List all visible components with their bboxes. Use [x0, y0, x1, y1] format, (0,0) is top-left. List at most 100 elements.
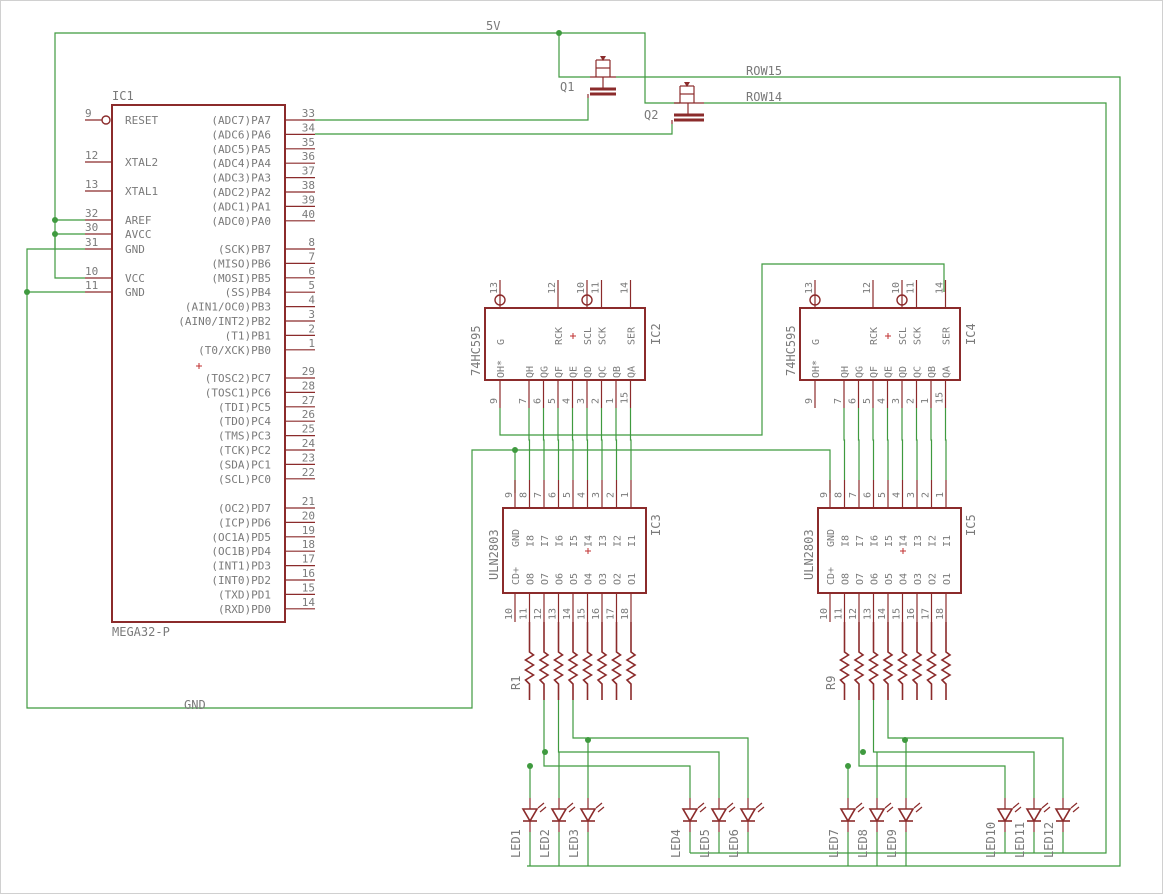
mcu-pin-number: 10	[85, 265, 98, 278]
mcu-value: MEGA32-P	[112, 625, 170, 639]
shift-pin-number: 3	[576, 398, 587, 404]
driver-pin-number: 9	[819, 492, 830, 498]
mcu-pin-name: (ADC3)PA3	[211, 172, 271, 185]
shift-pin-label: QE	[884, 366, 895, 378]
mcu-pin-name: (TDI)PC5	[218, 401, 271, 414]
shift-pin-label: QG	[540, 366, 551, 378]
driver-pin-number: 10	[504, 608, 515, 620]
mcu-pin-number: 12	[85, 149, 98, 162]
mcu-pin-name: (SCL)PC0	[218, 473, 271, 486]
resistor-zigzag	[853, 622, 865, 700]
shift-pin-number: 1	[920, 398, 931, 404]
driver-pin-label: I3	[598, 535, 609, 547]
shift-pin-number: 5	[547, 398, 558, 404]
driver-pin-label: GND	[826, 529, 837, 547]
mcu-pin-number: 11	[85, 279, 98, 292]
wire	[528, 408, 531, 480]
wire	[887, 700, 1064, 798]
driver-pin-label: GND	[511, 529, 522, 547]
mcu-pin-name: (OC1A)PD5	[211, 531, 271, 544]
wire	[557, 700, 720, 798]
mcu-pin-name: (TXD)PD1	[218, 588, 271, 601]
led-ray	[886, 806, 894, 813]
led-ray	[595, 802, 603, 809]
microcontroller: IC1 MEGA32-P 9RESET12XTAL213XTAL132AREF3…	[85, 89, 315, 639]
mcu-pin-number: 24	[302, 437, 316, 450]
resistor-zigzag	[538, 622, 550, 700]
driver-pin-label: I2	[613, 535, 624, 547]
led-ray	[537, 802, 545, 809]
driver-pin-label: O6	[870, 573, 881, 585]
junction-dot	[556, 30, 562, 36]
led-ref: LED8	[856, 829, 870, 858]
mcu-pin-number: 27	[302, 394, 315, 407]
mcu-pin-name: (INT1)PD3	[211, 560, 271, 573]
driver-body	[817, 507, 962, 594]
led-ray	[1014, 806, 1022, 813]
driver-pin-number: 2	[606, 492, 617, 498]
resistor-zigzag	[552, 622, 565, 700]
mcu-pin-name: (ADC7)PA7	[211, 114, 271, 127]
resistor-zigzag	[610, 622, 623, 700]
led-ref: LED2	[538, 829, 552, 858]
wire	[858, 700, 1006, 798]
mcu-pin-name: (ADC0)PA0	[211, 215, 271, 228]
wire	[901, 408, 904, 480]
shift-pin-label: QH	[525, 366, 536, 378]
driver-pin-label: I3	[913, 535, 924, 547]
driver-ic3: ULN2803IC39GNDCD+108I8O8117I7O7126I6O613…	[487, 480, 663, 622]
mcu-pin-name: AVCC	[125, 228, 152, 241]
shift-pin-number: 13	[489, 282, 500, 294]
driver-pin-label: I2	[928, 535, 939, 547]
mcu-pin-name: (SCK)PB7	[218, 243, 271, 256]
mcu-pin-name: (ADC6)PA6	[211, 128, 271, 141]
driver-pin-number: 15	[892, 608, 903, 620]
led-ref: LED9	[885, 829, 899, 858]
led-ray	[755, 802, 763, 809]
mcu-pin-number: 2	[308, 322, 315, 335]
shift-pin-label: QE	[569, 366, 580, 378]
led-body	[868, 808, 886, 823]
q2-ref: Q2	[644, 108, 658, 122]
mcu-pin-number: 5	[308, 279, 315, 292]
junction-dot	[527, 763, 533, 769]
mcu-pin-number: 40	[302, 208, 315, 221]
shift-pin-label: G	[811, 339, 822, 345]
driver-pin-number: 12	[848, 608, 859, 620]
led-ray	[1012, 802, 1020, 809]
driver-pin-label: I1	[627, 535, 638, 547]
mcu-pin-name: VCC	[125, 272, 145, 285]
mcu-pin-name: (T1)PB1	[225, 329, 271, 342]
driver-value: ULN2803	[487, 529, 501, 580]
driver-pin-number: 3	[591, 492, 602, 498]
led-ray	[726, 802, 734, 809]
led-body	[739, 808, 757, 823]
driver-pin-number: 17	[606, 608, 617, 620]
driver-pin-number: 3	[906, 492, 917, 498]
driver-pin-number: 18	[620, 608, 631, 620]
shift-register-value: 74HC595	[784, 325, 798, 376]
mcu-pin-number: 7	[308, 250, 315, 263]
wire	[572, 700, 749, 798]
wire	[857, 408, 860, 480]
shift-pin-label: SER	[627, 326, 638, 345]
driver-pin-label: O1	[627, 573, 638, 585]
shift-pin-number: 1	[605, 398, 616, 404]
driver-pin-number: 15	[577, 608, 588, 620]
shift-pin-label: QB	[927, 366, 938, 378]
mcu-pin-name: (AIN0/INT2)PB2	[178, 315, 271, 328]
mcu-pin-name: (MOSI)PB5	[211, 272, 271, 285]
wire	[872, 700, 1035, 798]
mcu-pin-name: (TDO)PC4	[218, 415, 271, 428]
led-ray	[857, 806, 865, 813]
led-ray	[539, 806, 547, 813]
shift-pin-number: 13	[804, 282, 815, 294]
driver-pin-number: 2	[921, 492, 932, 498]
mcu-pin-number: 15	[302, 581, 315, 594]
driver-pin-label: O7	[540, 573, 551, 585]
led-ref: LED11	[1013, 822, 1027, 858]
resistor-zigzag	[567, 622, 579, 700]
mcu-right-pins: 33(ADC7)PA734(ADC6)PA635(ADC5)PA536(ADC4…	[178, 107, 315, 616]
